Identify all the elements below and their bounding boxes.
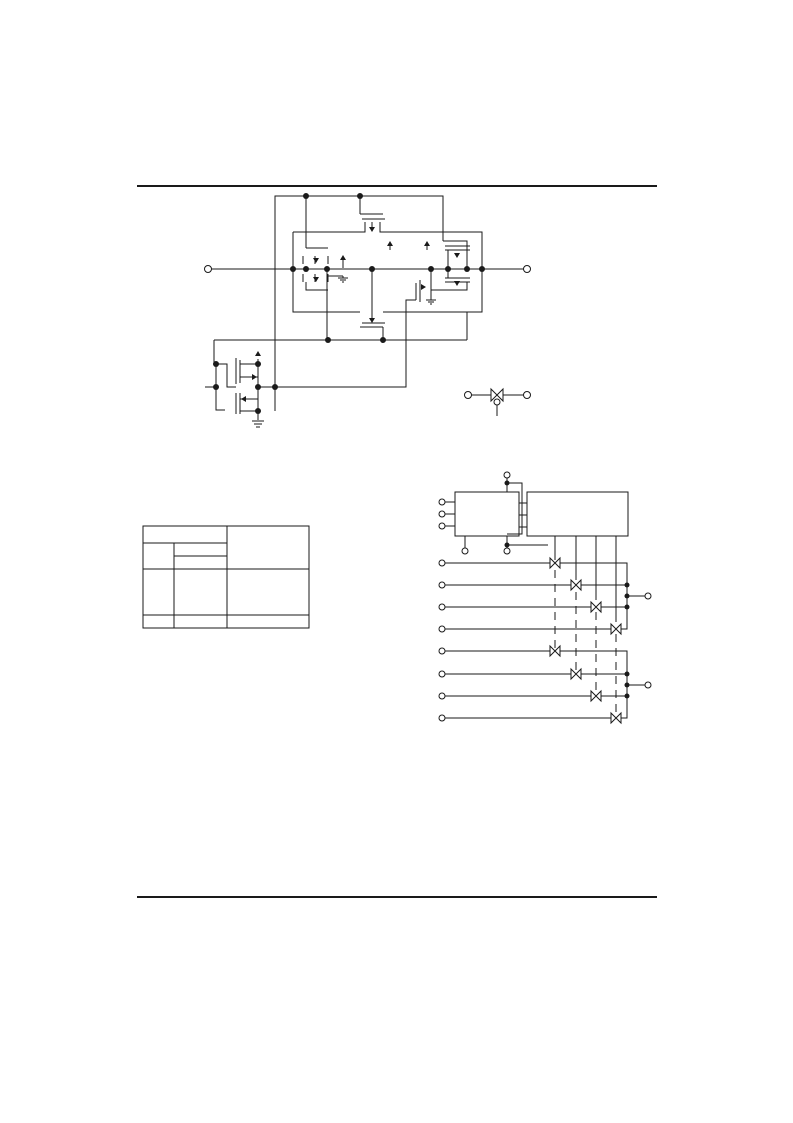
channel-input bbox=[438, 625, 446, 633]
switch-icon bbox=[570, 667, 577, 681]
wire bbox=[305, 282, 328, 291]
bottom-rule bbox=[137, 896, 657, 898]
wire bbox=[430, 269, 468, 291]
switch-icon bbox=[590, 689, 597, 703]
control-bubble bbox=[493, 398, 501, 406]
switch-icon bbox=[610, 711, 617, 725]
channel-input bbox=[438, 692, 446, 700]
switch-icon bbox=[615, 711, 622, 725]
arrow-icon bbox=[252, 374, 257, 380]
transmission-gate-icon bbox=[490, 387, 498, 403]
switch-icon bbox=[570, 578, 577, 592]
channel-input bbox=[438, 647, 446, 655]
arrow-icon bbox=[255, 351, 261, 356]
wire bbox=[560, 562, 628, 584]
ground-terminal bbox=[461, 547, 469, 555]
wire bbox=[215, 364, 225, 411]
wire bbox=[383, 269, 483, 313]
wire bbox=[216, 363, 236, 388]
switch-icon bbox=[595, 600, 602, 614]
switch-icon bbox=[590, 600, 597, 614]
cmos-switch-circuit bbox=[204, 193, 531, 428]
switch-icon bbox=[554, 644, 561, 658]
arrow-icon bbox=[313, 258, 319, 263]
switch-symbol bbox=[464, 387, 531, 416]
inhibit-input bbox=[438, 522, 446, 530]
arrow-icon bbox=[369, 318, 375, 323]
arrow-icon bbox=[454, 281, 460, 286]
arrow-icon bbox=[454, 253, 460, 258]
switch-icon bbox=[575, 667, 582, 681]
table-frame bbox=[142, 525, 310, 629]
output-terminal bbox=[523, 265, 531, 273]
channel-input bbox=[438, 603, 446, 611]
supply-terminal bbox=[503, 471, 511, 479]
channel-input bbox=[438, 714, 446, 722]
wire bbox=[507, 482, 523, 535]
wire bbox=[293, 222, 366, 233]
switch-icon bbox=[575, 578, 582, 592]
arrow-icon bbox=[241, 396, 246, 402]
input-terminal bbox=[204, 265, 212, 273]
switch-terminal-b bbox=[523, 391, 531, 399]
channel-input bbox=[438, 670, 446, 678]
address-input-b bbox=[438, 510, 446, 518]
wire bbox=[621, 674, 628, 719]
junction-dot bbox=[213, 384, 219, 390]
junction-dot bbox=[303, 266, 309, 272]
level-shifter-block bbox=[526, 491, 629, 537]
wire bbox=[379, 222, 483, 269]
block-diagram bbox=[438, 471, 652, 725]
junction-dot bbox=[325, 337, 331, 343]
wire bbox=[292, 232, 360, 313]
top-rule bbox=[137, 185, 657, 187]
switch-icon bbox=[610, 622, 617, 636]
wire bbox=[621, 585, 628, 630]
switch-icon bbox=[615, 622, 622, 636]
junction-dot bbox=[255, 361, 261, 367]
switch-icon bbox=[554, 556, 561, 570]
wire bbox=[560, 650, 628, 674]
junction-dot bbox=[272, 384, 278, 390]
switch-icon bbox=[549, 644, 556, 658]
switch-terminal-a bbox=[464, 391, 472, 399]
switch-icon bbox=[549, 556, 556, 570]
common-output-x bbox=[644, 592, 652, 600]
channel-input bbox=[438, 559, 446, 567]
common-output-y bbox=[644, 681, 652, 689]
vee-terminal bbox=[503, 547, 511, 555]
wire bbox=[443, 240, 468, 269]
junction-dot bbox=[255, 408, 261, 414]
supply-rail bbox=[274, 195, 444, 411]
channel-input bbox=[438, 581, 446, 589]
arrow-icon bbox=[369, 227, 375, 232]
address-input-a bbox=[438, 498, 446, 506]
arrow-icon bbox=[424, 241, 430, 246]
arrow-icon bbox=[387, 241, 393, 246]
arrow-icon bbox=[313, 277, 319, 282]
junction-dot bbox=[290, 266, 296, 272]
arrow-icon bbox=[340, 255, 346, 260]
wire bbox=[275, 299, 416, 388]
truth-table bbox=[142, 525, 310, 629]
switch-icon bbox=[595, 689, 602, 703]
arrow-icon bbox=[421, 284, 426, 290]
decoder-block bbox=[454, 491, 520, 537]
